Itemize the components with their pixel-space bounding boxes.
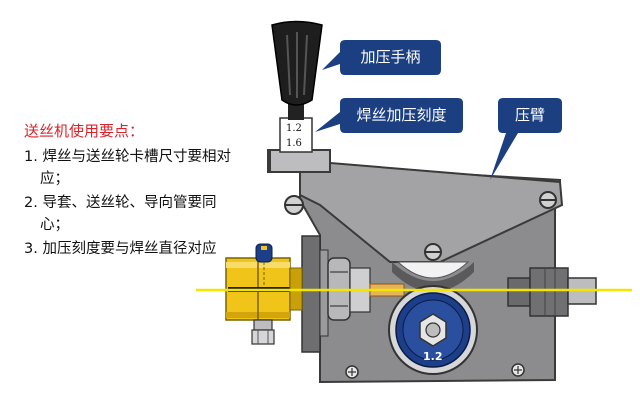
usage-notes: 送丝机使用要点： 1. 焊丝与送丝轮卡槽尺寸要相对应； 2. 导套、送丝轮、导向… [24,120,244,262]
callout-arm-label: 压臂 [514,106,545,124]
guide-lock-knob[interactable] [255,243,273,286]
note-item-2: 2. 导套、送丝轮、导向管要同心； [24,195,217,233]
roller-size-label: 1.2 [423,350,443,363]
pressure-scale-post [279,117,313,153]
callout-scale-box [315,98,463,133]
scale-mark-1: 1.2 [286,123,302,134]
callout-scale-label: 焊丝加压刻度 [356,106,447,124]
note-item-1: 1. 焊丝与送丝轮卡槽尺寸要相对应； [24,149,231,187]
callout-handle-box [322,40,441,75]
screw-bottom-left [345,365,359,379]
scale-mark-2: 1.6 [286,138,302,149]
note-item-3: 3. 加压刻度要与焊丝直径对应 [24,241,217,257]
callout-handle-label: 加压手柄 [360,48,421,66]
notes-title: 送丝机使用要点： [24,122,145,140]
callout-arm-box [490,98,562,180]
screw-left [284,195,304,215]
guide-bottom-bolt [251,319,275,345]
upper-pressure-roller [392,261,474,292]
screw-right [539,191,557,209]
screw-bottom-right [511,363,525,377]
handle-bracket [269,149,331,173]
drive-roller [388,285,478,375]
screw-center [424,243,442,261]
inlet-mount-plate [301,235,321,353]
